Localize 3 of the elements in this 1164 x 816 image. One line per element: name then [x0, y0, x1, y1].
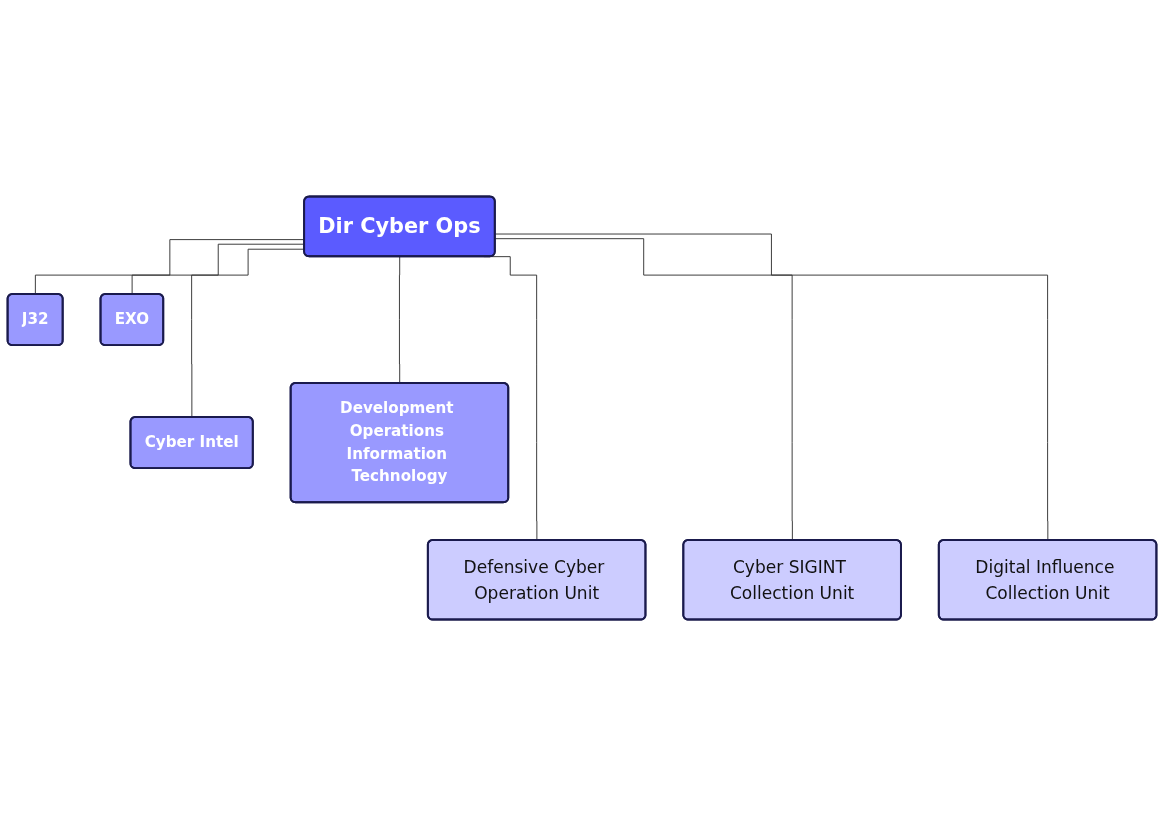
connector	[398, 256, 401, 384]
connector	[494, 233, 1049, 541]
connector	[494, 238, 794, 541]
